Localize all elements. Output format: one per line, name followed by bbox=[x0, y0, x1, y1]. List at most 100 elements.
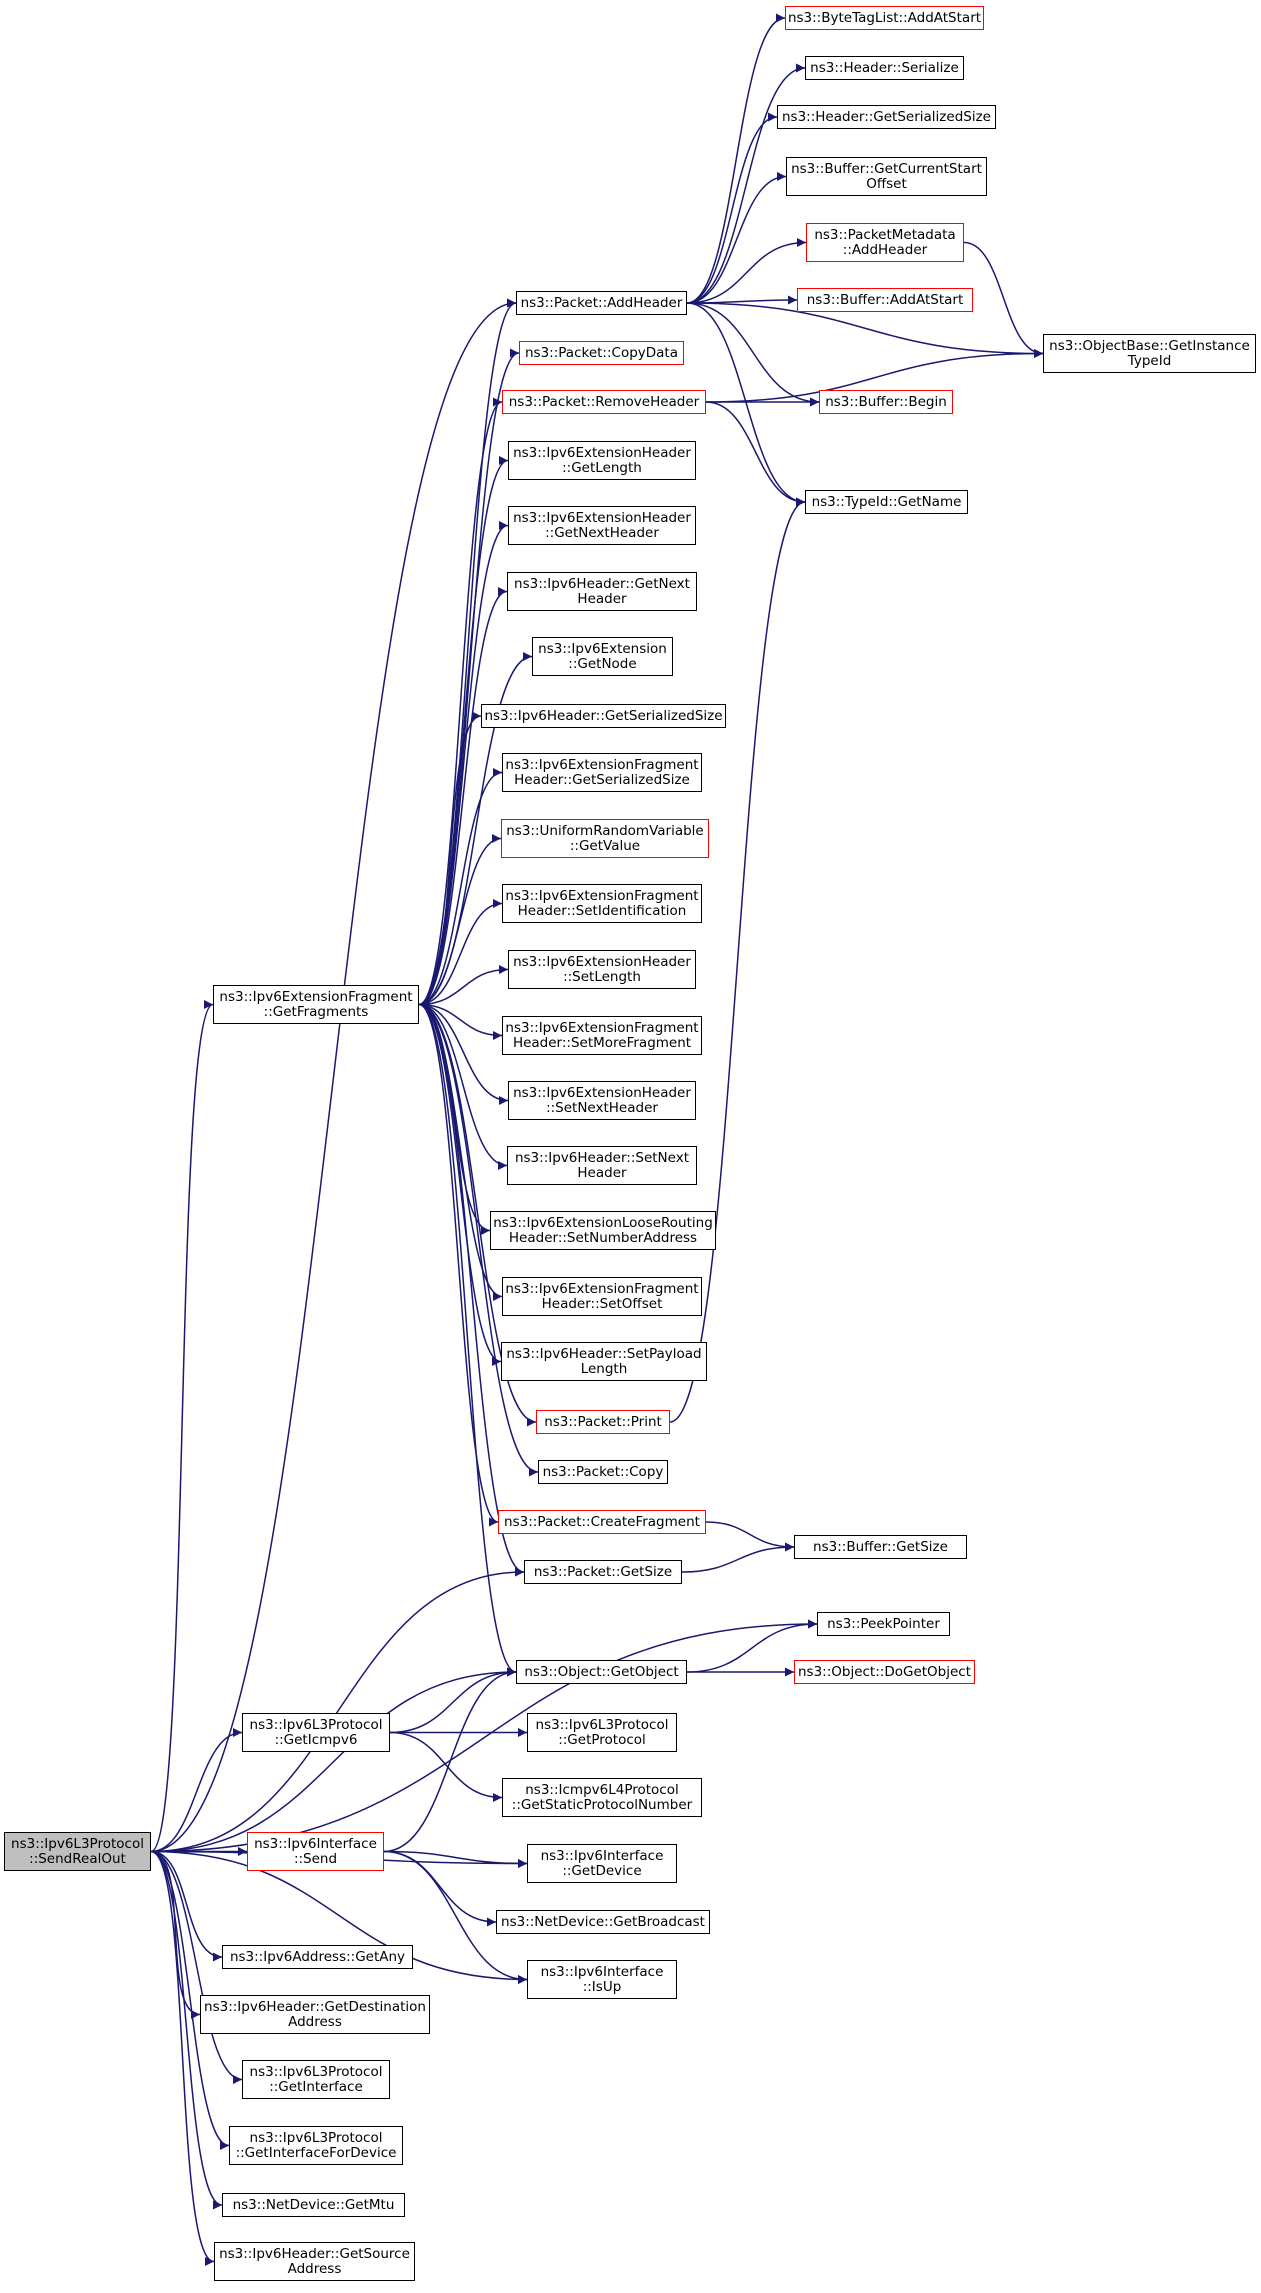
graph-node[interactable]: ns3::Buffer::AddAtStart bbox=[797, 288, 973, 312]
call-edge bbox=[686, 238, 807, 304]
graph-node[interactable]: ns3::TypeId::GetName bbox=[805, 490, 968, 514]
graph-node[interactable]: ns3::Packet::CopyData bbox=[519, 341, 684, 365]
graph-node[interactable]: ns3::Ipv6ExtensionFragment Header::GetSe… bbox=[502, 753, 702, 792]
call-edge bbox=[705, 349, 1044, 403]
graph-node[interactable]: ns3::Ipv6ExtensionFragment Header::SetOf… bbox=[502, 1277, 702, 1316]
graph-node[interactable]: ns3::Ipv6ExtensionHeader ::GetNextHeader bbox=[508, 506, 696, 545]
call-edge bbox=[963, 241, 1044, 358]
graph-node[interactable]: ns3::Ipv6Interface ::Send bbox=[247, 1832, 384, 1871]
graph-node[interactable]: ns3::Packet::Print bbox=[536, 1410, 670, 1434]
call-edge bbox=[418, 1003, 508, 1170]
graph-node[interactable]: ns3::Buffer::GetSize bbox=[794, 1535, 967, 1559]
graph-node[interactable]: ns3::Ipv6ExtensionLooseRouting Header::S… bbox=[490, 1211, 716, 1250]
call-edges bbox=[150, 13, 1044, 2266]
call-edge bbox=[150, 1850, 528, 1984]
call-edge bbox=[686, 112, 778, 304]
graph-node[interactable]: ns3::PeekPointer bbox=[817, 1612, 950, 1636]
call-edge bbox=[418, 587, 508, 1006]
graph-node[interactable]: ns3::Packet::Copy bbox=[538, 1460, 668, 1484]
call-edge bbox=[150, 1728, 243, 1853]
call-edge bbox=[389, 1731, 503, 1802]
call-edge bbox=[418, 834, 502, 1006]
graph-node[interactable]: ns3::Ipv6L3Protocol ::GetProtocol bbox=[527, 1713, 677, 1752]
call-edge bbox=[681, 1542, 795, 1573]
call-edge bbox=[418, 1003, 502, 1366]
graph-node[interactable]: ns3::Ipv6L3Protocol ::GetIcmpv6 bbox=[242, 1713, 390, 1752]
call-edge bbox=[383, 1850, 528, 1984]
graph-node[interactable]: ns3::Icmpv6L4Protocol ::GetStaticProtoco… bbox=[502, 1778, 702, 1817]
call-edge bbox=[418, 397, 503, 1006]
graph-node[interactable]: ns3::ByteTagList::AddAtStart bbox=[785, 6, 984, 30]
call-edge bbox=[418, 899, 503, 1006]
graph-node[interactable]: ns3::Ipv6Extension ::GetNode bbox=[532, 637, 673, 676]
call-edge bbox=[418, 768, 503, 1006]
call-edge bbox=[418, 521, 509, 1006]
call-edge bbox=[150, 1850, 201, 2019]
call-edge bbox=[150, 1000, 214, 1853]
graph-node[interactable]: ns3::Ipv6ExtensionFragment Header::SetId… bbox=[502, 884, 702, 923]
call-edge bbox=[418, 1003, 539, 1477]
graph-node[interactable]: ns3::Buffer::Begin bbox=[819, 390, 953, 414]
call-edge bbox=[389, 1667, 517, 1734]
graph-node[interactable]: ns3::Packet::AddHeader bbox=[516, 291, 687, 315]
graph-node[interactable]: ns3::Object::GetObject bbox=[516, 1660, 687, 1684]
call-edge bbox=[418, 1003, 491, 1235]
graph-node[interactable]: ns3::Header::GetSerializedSize bbox=[777, 105, 996, 129]
call-edge bbox=[418, 1003, 525, 1577]
graph-node[interactable]: ns3::Packet::CreateFragment bbox=[498, 1510, 706, 1534]
graph-node[interactable]: ns3::Ipv6ExtensionFragment ::GetFragment… bbox=[213, 985, 419, 1024]
call-edge bbox=[686, 302, 820, 407]
call-edge bbox=[705, 1521, 795, 1552]
call-edge bbox=[418, 711, 482, 1006]
call-edge bbox=[686, 13, 786, 304]
call-edge bbox=[418, 1003, 499, 1527]
call-edge bbox=[705, 401, 806, 507]
graph-node[interactable]: ns3::Header::Serialize bbox=[805, 56, 964, 80]
graph-node[interactable]: ns3::Ipv6Header::SetPayload Length bbox=[501, 1342, 707, 1381]
call-edge bbox=[150, 1667, 517, 1853]
call-edge bbox=[686, 1619, 818, 1673]
call-edge bbox=[418, 965, 509, 1006]
call-edge bbox=[150, 298, 517, 1853]
graph-node[interactable]: ns3::Ipv6Header::GetNext Header bbox=[507, 572, 697, 611]
graph-node[interactable]: ns3::Ipv6Address::GetAny bbox=[222, 1945, 413, 1969]
graph-node[interactable]: ns3::Ipv6ExtensionHeader ::SetLength bbox=[508, 950, 696, 989]
graph-node[interactable]: ns3::Ipv6L3Protocol ::GetInterfaceForDev… bbox=[229, 2126, 403, 2165]
call-edge bbox=[150, 1850, 223, 2210]
graph-node[interactable]: ns3::UniformRandomVariable ::GetValue bbox=[501, 819, 709, 858]
call-edge bbox=[150, 1567, 525, 1853]
call-edge bbox=[418, 1003, 509, 1105]
graph-node[interactable]: ns3::Ipv6ExtensionHeader ::GetLength bbox=[508, 441, 696, 480]
call-edge bbox=[418, 1003, 503, 1040]
call-edge bbox=[150, 1850, 243, 2084]
graph-node[interactable]: ns3::Packet::RemoveHeader bbox=[502, 390, 706, 414]
graph-node[interactable]: ns3::Ipv6ExtensionFragment Header::SetMo… bbox=[502, 1016, 702, 1055]
graph-node[interactable]: ns3::Ipv6Header::GetSource Address bbox=[214, 2242, 415, 2281]
graph-node[interactable]: ns3::Ipv6Header::SetNext Header bbox=[507, 1146, 697, 1185]
graph-node[interactable]: ns3::Ipv6Interface ::GetDevice bbox=[527, 1844, 677, 1883]
call-edge bbox=[150, 1850, 215, 2266]
graph-node[interactable]: ns3::PacketMetadata ::AddHeader bbox=[806, 223, 964, 262]
graph-node[interactable]: ns3::Ipv6ExtensionHeader ::SetNextHeader bbox=[508, 1081, 696, 1120]
graph-node[interactable]: ns3::NetDevice::GetMtu bbox=[222, 2193, 405, 2217]
call-edge bbox=[383, 1850, 528, 1868]
call-edge bbox=[686, 172, 787, 304]
graph-node[interactable]: ns3::NetDevice::GetBroadcast bbox=[496, 1910, 710, 1934]
call-edge bbox=[383, 1667, 517, 1853]
graph-node[interactable]: ns3::Packet::GetSize bbox=[524, 1560, 682, 1584]
call-edge bbox=[150, 1850, 223, 1962]
graph-node[interactable]: ns3::ObjectBase::GetInstance TypeId bbox=[1043, 334, 1256, 373]
call-edge bbox=[150, 1850, 230, 2150]
graph-node[interactable]: ns3::Object::DoGetObject bbox=[794, 1660, 975, 1684]
graph-node[interactable]: ns3::Ipv6L3Protocol ::SendRealOut bbox=[4, 1832, 151, 1871]
graph-node[interactable]: ns3::Ipv6Interface ::IsUp bbox=[527, 1960, 677, 1999]
call-edge bbox=[418, 456, 509, 1006]
call-edge bbox=[418, 1003, 517, 1677]
graph-node[interactable]: ns3::Ipv6Header::GetDestination Address bbox=[200, 1995, 430, 2034]
call-edge bbox=[686, 63, 806, 304]
graph-node[interactable]: ns3::Ipv6Header::GetSerializedSize bbox=[481, 704, 726, 728]
graph-node[interactable]: ns3::Buffer::GetCurrentStart Offset bbox=[786, 157, 987, 196]
graph-node[interactable]: ns3::Ipv6L3Protocol ::GetInterface bbox=[242, 2060, 390, 2099]
call-edge bbox=[686, 302, 1044, 358]
